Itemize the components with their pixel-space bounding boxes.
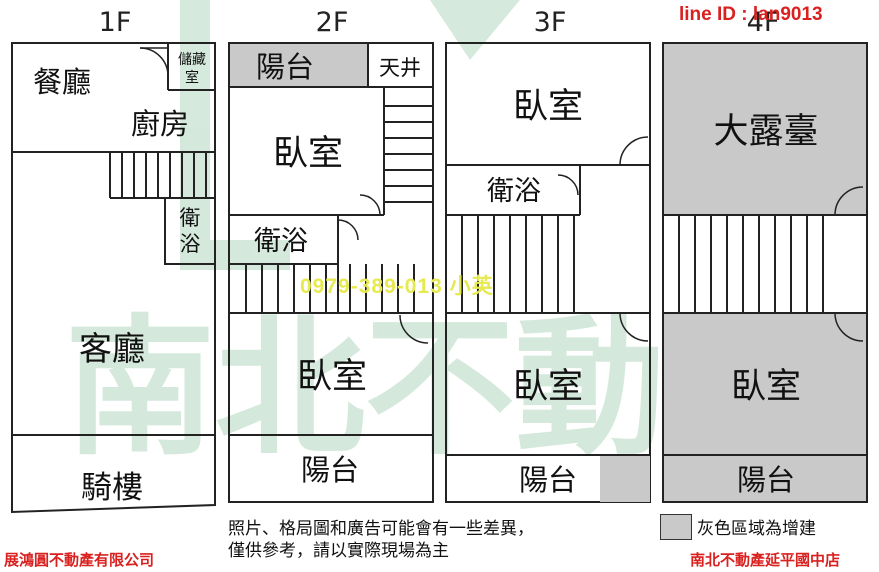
room-f1-kitchen: 廚房 [131,107,189,141]
room-f1-living: 客廳 [79,329,145,368]
room-f1-storage-line1: 儲藏 [178,52,206,68]
room-f2-bedroom2: 臥室 [297,357,367,397]
room-f4-terrace: 大露臺 [713,112,818,152]
room-f3-balcony: 陽台 [519,463,577,497]
room-f1-bath: 衛浴 [180,206,201,256]
floor-1f [11,42,216,514]
floor-label-3f: 3F [534,7,567,38]
room-f2-balcony-bottom: 陽台 [301,453,359,487]
floor-label-2f: 2F [316,7,349,38]
floor-2f [228,42,434,503]
room-f4-balcony: 陽台 [737,463,795,497]
floor-3f [445,42,651,503]
room-f2-bath: 衛浴 [254,226,308,257]
room-f2-skylight: 天井 [379,56,421,80]
legend-text: 灰色區域為增建 [697,519,816,539]
phone-watermark: 0979-389-013 小英 [300,275,494,298]
room-f1-storage: 儲藏室 [178,52,206,86]
footer-right-company: 南北不動產延平國中店 [690,552,841,569]
room-f3-bedroom1: 臥室 [513,87,583,127]
room-f1-storage-line2: 室 [185,69,199,86]
legend-gray-swatch [660,514,692,540]
room-f1-arcade: 騎樓 [81,470,143,506]
floor-label-4f: 4F [747,7,780,38]
footer-left-company: 展鴻圓不動產有限公司 [4,552,155,569]
room-f3-bath: 衛浴 [487,176,541,207]
line-id-watermark: line ID : lan9013 [679,4,823,25]
room-f2-balcony-top: 陽台 [256,50,314,84]
disclaimer-line2: 僅供參考，請以實際現場為主 [228,541,449,561]
disclaimer-line1: 照片、格局圖和廣告可能會有一些差異， [228,519,534,539]
room-f2-bedroom1: 臥室 [273,134,343,174]
room-f4-bedroom: 臥室 [731,367,801,407]
room-f1-dining: 餐廳 [33,65,91,99]
floor-4f [662,42,868,503]
room-f3-bedroom2: 臥室 [513,367,583,407]
floor-label-1f: 1F [99,7,132,38]
